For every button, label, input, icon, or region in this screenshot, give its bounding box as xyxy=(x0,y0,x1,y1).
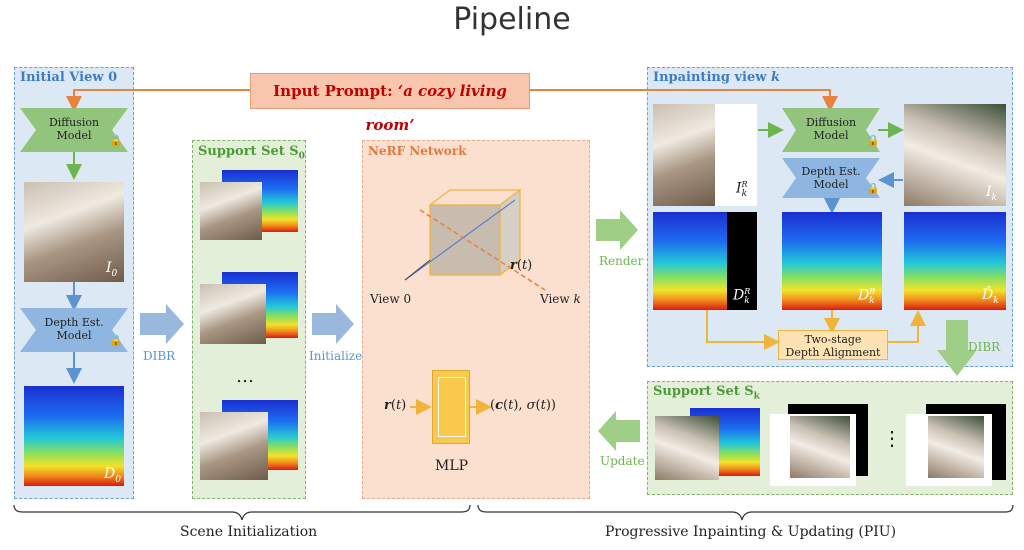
lock-icon: 🔒 xyxy=(109,134,123,147)
diffusion-model-label-inpaint: Diffusion Model xyxy=(805,116,857,142)
image-dkb xyxy=(782,212,882,310)
mlp-output: (c(t), σ(t)) xyxy=(490,398,556,413)
initial-view-label: Initial View 0 xyxy=(20,70,118,85)
image-d0 xyxy=(24,386,124,486)
depth-model-shape-inpaint xyxy=(782,158,880,198)
support-0-image-1 xyxy=(200,182,262,240)
support-k-image-2 xyxy=(790,416,850,478)
support-k-image-1 xyxy=(655,416,719,480)
support-k-ellipsis: ⋮ xyxy=(882,426,902,450)
scene-initialization-caption: Scene Initialization xyxy=(180,524,318,540)
image-ikr xyxy=(653,104,757,206)
view-k-label: View k xyxy=(540,292,581,306)
dibr-label-2: DIBR xyxy=(968,340,1001,354)
depth-model-shape-initial xyxy=(20,308,128,352)
inpainting-label: Inpainting view k xyxy=(653,70,780,85)
image-ik xyxy=(904,104,1006,206)
depth-model-label-inpaint: Depth Est. Model xyxy=(801,165,861,191)
nerf-panel xyxy=(362,140,590,499)
dkr-label: DRk xyxy=(733,287,751,307)
render-label: Render xyxy=(599,254,644,268)
input-prompt-box: Input Prompt: ‘a cozy living room’ xyxy=(250,73,530,134)
image-i0 xyxy=(24,182,124,282)
depth-model-label-initial: Depth Est. Model xyxy=(44,316,104,342)
initialize-label: Initialize xyxy=(309,349,363,363)
dibr-label-1: DIBR xyxy=(143,349,176,363)
image-d0-label: D0 xyxy=(104,466,121,485)
support-k-image-3 xyxy=(928,416,984,478)
support-set-k-label: Support Set Sk xyxy=(653,384,760,402)
dkhat-label: D̂k xyxy=(982,287,999,306)
image-i0-label: I0 xyxy=(106,260,118,279)
page-title: Pipeline xyxy=(453,2,571,37)
update-label: Update xyxy=(600,454,645,468)
lock-icon: 🔒 xyxy=(866,182,880,195)
ray-label: r(t) xyxy=(510,258,533,273)
mlp-block xyxy=(432,370,470,444)
support-0-image-2 xyxy=(200,284,266,344)
support-0-image-3 xyxy=(200,412,268,480)
lock-icon: 🔒 xyxy=(109,334,123,347)
lock-icon: 🔒 xyxy=(866,134,880,147)
prompt-text: ‘a cozy living room’ xyxy=(365,82,507,134)
support-set-0-label: Support Set S0 xyxy=(198,144,305,162)
support-0-ellipsis: … xyxy=(236,366,254,387)
mlp-label: MLP xyxy=(435,458,469,474)
diffusion-model-label-initial: Diffusion Model xyxy=(48,116,100,142)
ik-label: Ik xyxy=(986,184,997,203)
image-dkhat xyxy=(904,212,1006,310)
image-dkr xyxy=(653,212,757,310)
ikr-label: IRk xyxy=(736,180,748,200)
piu-caption: Progressive Inpainting & Updating (PIU) xyxy=(605,524,897,540)
dkb-label: DBk xyxy=(858,287,876,307)
nerf-cube-diagram xyxy=(404,188,546,291)
view-0-label: View 0 xyxy=(370,292,412,306)
diffusion-model-shape-inpaint xyxy=(782,108,880,152)
diffusion-model-shape-initial xyxy=(20,108,128,152)
two-stage-alignment-box: Two-stage Depth Alignment xyxy=(778,330,888,360)
mlp-input: r(t) xyxy=(384,398,407,413)
prompt-label: Input Prompt: xyxy=(273,82,393,100)
nerf-label: NeRF Network xyxy=(368,144,467,158)
